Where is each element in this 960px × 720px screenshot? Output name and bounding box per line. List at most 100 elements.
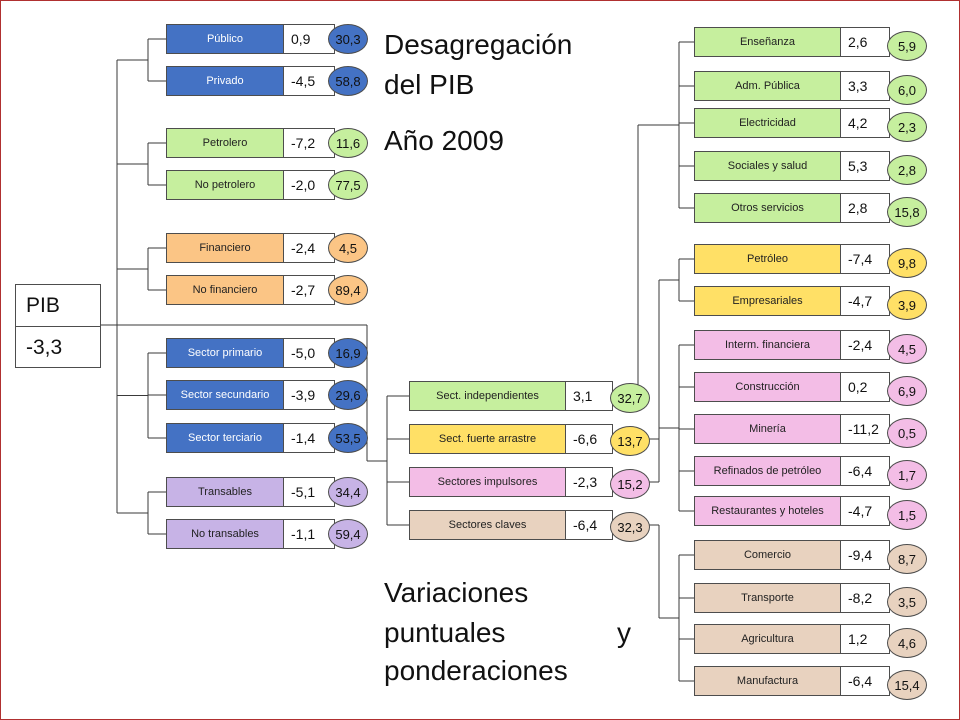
node-label: Petrolero [166,128,284,158]
title-line-1: Desagregación [384,29,573,60]
subtitle-line-2: puntuales [384,617,506,648]
weight-ellipse: 16,9 [328,338,368,368]
node-label: Sectores claves [409,510,566,540]
weight-ellipse: 30,3 [328,24,368,54]
root-name: PIB [16,285,100,327]
weight-ellipse: 4,6 [887,628,927,658]
variation-value: 2,6 [840,27,890,57]
variation-value: -2,4 [840,330,890,360]
weight-ellipse: 6,9 [887,376,927,406]
variation-value: 3,3 [840,71,890,101]
weight-ellipse: 34,4 [328,477,368,507]
variation-value: -7,2 [283,128,335,158]
title-year: Año 2009 [384,125,504,156]
node-label: Petróleo [694,244,841,274]
weight-ellipse: 2,3 [887,112,927,142]
node-label: Sect. independientes [409,381,566,411]
weight-ellipse: 59,4 [328,519,368,549]
node-label: Electricidad [694,108,841,138]
variation-value: -7,4 [840,244,890,274]
node-label: Transporte [694,583,841,613]
node-label: Restaurantes y hoteles [694,496,841,526]
weight-ellipse: 32,7 [610,383,650,413]
node-label: No transables [166,519,284,549]
weight-ellipse: 5,9 [887,31,927,61]
node-label: Construcción [694,372,841,402]
weight-ellipse: 2,8 [887,155,927,185]
weight-ellipse: 77,5 [328,170,368,200]
variation-value: -6,4 [840,666,890,696]
variation-value: -4,7 [840,496,890,526]
node-label: Agricultura [694,624,841,654]
weight-ellipse: 0,5 [887,418,927,448]
variation-value: -5,1 [283,477,335,507]
variation-value: 4,2 [840,108,890,138]
variation-value: -6,4 [565,510,613,540]
node-label: Empresariales [694,286,841,316]
node-label: Sector secundario [166,380,284,410]
weight-ellipse: 11,6 [328,128,368,158]
variation-value: 1,2 [840,624,890,654]
weight-ellipse: 9,8 [887,248,927,278]
variation-value: 0,2 [840,372,890,402]
variation-value: 0,9 [283,24,335,54]
node-label: Minería [694,414,841,444]
node-label: No petrolero [166,170,284,200]
variation-value: -6,6 [565,424,613,454]
node-label: Sector terciario [166,423,284,453]
variation-value: 3,1 [565,381,613,411]
weight-ellipse: 15,4 [887,670,927,700]
weight-ellipse: 53,5 [328,423,368,453]
node-label: Manufactura [694,666,841,696]
variation-value: -2,0 [283,170,335,200]
weight-ellipse: 29,6 [328,380,368,410]
node-label: Adm. Pública [694,71,841,101]
root-value: -3,3 [26,335,63,359]
weight-ellipse: 58,8 [328,66,368,96]
node-label: Comercio [694,540,841,570]
variation-value: -11,2 [840,414,890,444]
variation-value: 5,3 [840,151,890,181]
node-label: Sociales y salud [694,151,841,181]
weight-ellipse: 3,5 [887,587,927,617]
variation-value: -3,9 [283,380,335,410]
weight-ellipse: 15,2 [610,469,650,499]
subtitle-line-1: Variaciones [384,577,529,608]
subtitle-line-2-right: y [617,617,631,648]
weight-ellipse: 32,3 [610,512,650,542]
weight-ellipse: 6,0 [887,75,927,105]
weight-ellipse: 1,7 [887,460,927,490]
variation-value: -2,4 [283,233,335,263]
node-label: Refinados de petróleo [694,456,841,486]
variation-value: -5,0 [283,338,335,368]
node-label: No financiero [166,275,284,305]
weight-ellipse: 8,7 [887,544,927,574]
node-label: Público [166,24,284,54]
node-label: Sectores impulsores [409,467,566,497]
weight-ellipse: 4,5 [887,334,927,364]
node-label: Sector primario [166,338,284,368]
variation-value: -8,2 [840,583,890,613]
variation-value: -6,4 [840,456,890,486]
node-label: Interm. financiera [694,330,841,360]
root-node: PIB -3,3 [15,284,101,368]
weight-ellipse: 4,5 [328,233,368,263]
weight-ellipse: 13,7 [610,426,650,456]
weight-ellipse: 1,5 [887,500,927,530]
variation-value: -1,4 [283,423,335,453]
node-label: Otros servicios [694,193,841,223]
weight-ellipse: 15,8 [887,197,927,227]
node-label: Financiero [166,233,284,263]
variation-value: -2,3 [565,467,613,497]
title-line-2: del PIB [384,69,475,100]
weight-ellipse: 3,9 [887,290,927,320]
variation-value: -9,4 [840,540,890,570]
weight-ellipse: 89,4 [328,275,368,305]
variation-value: -2,7 [283,275,335,305]
node-label: Sect. fuerte arrastre [409,424,566,454]
variation-value: 2,8 [840,193,890,223]
node-label: Enseñanza [694,27,841,57]
node-label: Privado [166,66,284,96]
variation-value: -4,7 [840,286,890,316]
subtitle-line-3: ponderaciones [384,655,568,686]
